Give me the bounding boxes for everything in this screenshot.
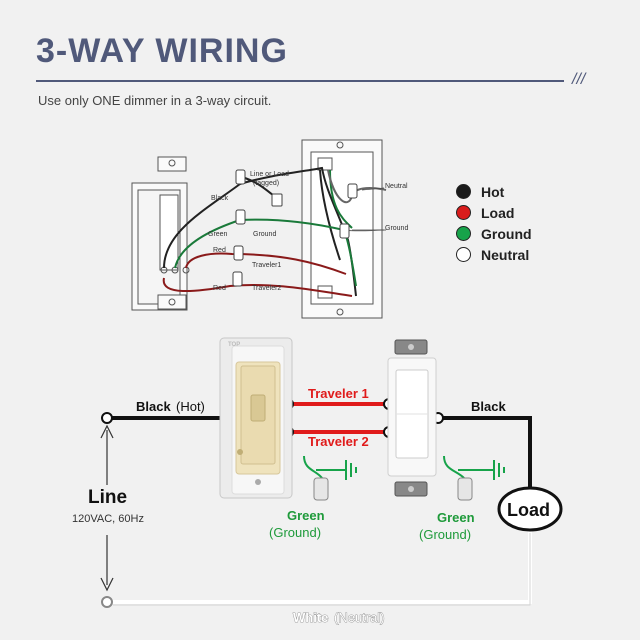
hot-paren-label: (Hot) bbox=[176, 399, 205, 414]
black-load-label: Black bbox=[471, 399, 506, 414]
legend-label: Ground bbox=[481, 225, 532, 242]
legend-item-ground: Ground bbox=[456, 223, 532, 244]
tag-icon bbox=[271, 193, 283, 207]
top-marking: TOP bbox=[228, 342, 240, 348]
red-label: Red bbox=[213, 247, 226, 254]
top-wiring-sketch bbox=[131, 139, 383, 319]
black-label: Black bbox=[211, 195, 229, 202]
green-label: Green bbox=[208, 231, 228, 238]
wire-nut-icon bbox=[232, 271, 243, 287]
black-load-wire bbox=[438, 416, 532, 488]
traveler2-label: Traveler2 bbox=[252, 285, 281, 292]
sketch-wire-green bbox=[174, 218, 357, 287]
load-label: Load bbox=[507, 500, 550, 520]
decorative-slashes: /// bbox=[572, 71, 586, 88]
page-title: 3-WAY WIRING bbox=[36, 32, 288, 70]
green-right-label: Green bbox=[437, 510, 475, 525]
green-left-label: Green bbox=[287, 508, 325, 523]
neutral-label: Neutral bbox=[385, 183, 408, 190]
wire-nut-icon bbox=[235, 209, 246, 225]
wire-nut-icon bbox=[457, 477, 473, 501]
tagged-label: (tagged) bbox=[253, 180, 279, 187]
legend-item-load: Load bbox=[456, 202, 532, 223]
traveler-2-label: Traveler 2 bbox=[308, 434, 369, 449]
wire-color-legend: Hot Load Ground Neutral bbox=[456, 181, 532, 265]
legend-label: Hot bbox=[481, 183, 505, 200]
ground-left-label: (Ground) bbox=[269, 525, 321, 540]
red-label: Red bbox=[213, 285, 226, 292]
ground-label: Ground bbox=[385, 225, 408, 232]
neutral-label: (Neutral) bbox=[334, 610, 385, 625]
wire-nut-icon bbox=[313, 477, 329, 501]
ground-right-label: (Ground) bbox=[419, 527, 471, 542]
ground-right bbox=[443, 455, 505, 501]
load-symbol bbox=[497, 486, 563, 532]
wire-nut-icon bbox=[233, 245, 244, 261]
dimmer-side-view bbox=[131, 156, 190, 311]
legend-swatch-neutral bbox=[456, 247, 471, 262]
dimmer-switch: TOP bbox=[219, 337, 293, 499]
three-way-switch bbox=[387, 339, 437, 497]
legend-swatch-load bbox=[456, 205, 471, 220]
wire-nut-icon bbox=[347, 183, 358, 199]
ground-left bbox=[303, 455, 357, 501]
title-divider bbox=[36, 80, 564, 82]
line-voltage-arrow bbox=[100, 412, 114, 608]
legend-label: Neutral bbox=[481, 246, 530, 263]
page-subtitle: Use only ONE dimmer in a 3-way circuit. bbox=[38, 93, 272, 108]
traveler1-label: Traveler1 bbox=[252, 262, 281, 269]
sketch-wire-red-2 bbox=[162, 277, 353, 297]
legend-item-neutral: Neutral bbox=[456, 244, 532, 265]
black-hot-label: Black bbox=[136, 399, 171, 414]
top-sketch-labels: Line or Load (tagged) Black Green Ground… bbox=[208, 171, 408, 292]
legend-label: Load bbox=[481, 204, 515, 221]
line-spec-label: 120VAC, 60Hz bbox=[72, 513, 144, 525]
sketch-wire-black-2 bbox=[319, 169, 341, 261]
legend-swatch-ground bbox=[456, 226, 471, 241]
line-or-load-label: Line or Load bbox=[250, 171, 289, 178]
legend-item-hot: Hot bbox=[456, 181, 532, 202]
traveler-1-label: Traveler 1 bbox=[308, 386, 369, 401]
wire-nut-icon bbox=[235, 169, 246, 185]
ground-label: Ground bbox=[253, 231, 276, 238]
legend-swatch-hot bbox=[456, 184, 471, 199]
line-label: Line bbox=[88, 487, 127, 508]
bottom-labels: Black (Hot) Traveler 1 Traveler 2 Black … bbox=[72, 386, 550, 625]
white-label: White bbox=[293, 610, 328, 625]
wire-nut-icon bbox=[339, 223, 350, 239]
wire-nuts-sketch bbox=[232, 169, 358, 287]
